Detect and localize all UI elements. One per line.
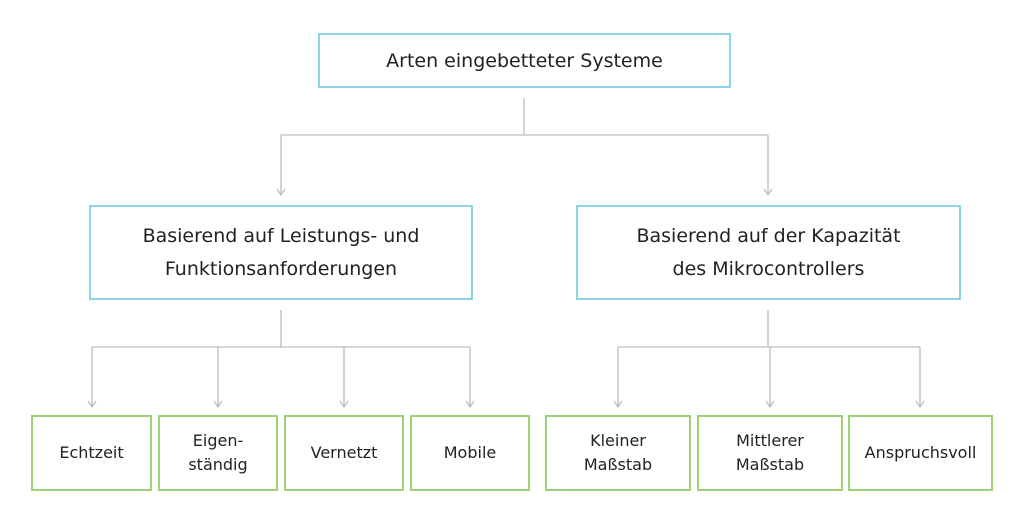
arrowhead [763,188,773,197]
arrowhead [613,400,623,409]
arrowhead [465,400,475,409]
category-performance-label: Basierend auf Leistungs- und Funktionsan… [142,224,420,280]
root-node: Arten eingebetteter Systeme [318,33,731,88]
leaf-mittlerer-massstab: Mittlerer Maßstab [697,415,843,491]
leaf-label: Mobile [443,443,497,462]
leaf-label: Kleiner Maßstab [583,431,653,474]
leaf-echtzeit: Echtzeit [31,415,152,491]
leaf-anspruchsvoll: Anspruchsvoll [848,415,993,491]
arrowhead [339,400,349,409]
category-microcontroller-node: Basierend auf der Kapazität des Mikrocon… [576,205,961,300]
arrowhead [213,400,223,409]
category-performance-node: Basierend auf Leistungs- und Funktionsan… [89,205,473,300]
category-microcontroller-label: Basierend auf der Kapazität des Mikrocon… [636,224,901,280]
leaf-eigenstaendig: Eigen- ständig [158,415,278,491]
root-label: Arten eingebetteter Systeme [386,49,663,72]
leaf-label: Eigen- ständig [188,431,248,474]
arrowhead [915,400,925,409]
arrowhead [765,400,775,409]
leaf-kleiner-massstab: Kleiner Maßstab [545,415,691,491]
leaf-label: Anspruchsvoll [864,443,977,462]
leaf-label: Mittlerer Maßstab [735,431,805,474]
leaf-label: Vernetzt [310,443,378,462]
leaf-vernetzt: Vernetzt [284,415,404,491]
arrowhead [87,400,97,409]
leaf-mobile: Mobile [410,415,530,491]
arrowhead [276,188,286,197]
leaf-label: Echtzeit [59,443,124,462]
